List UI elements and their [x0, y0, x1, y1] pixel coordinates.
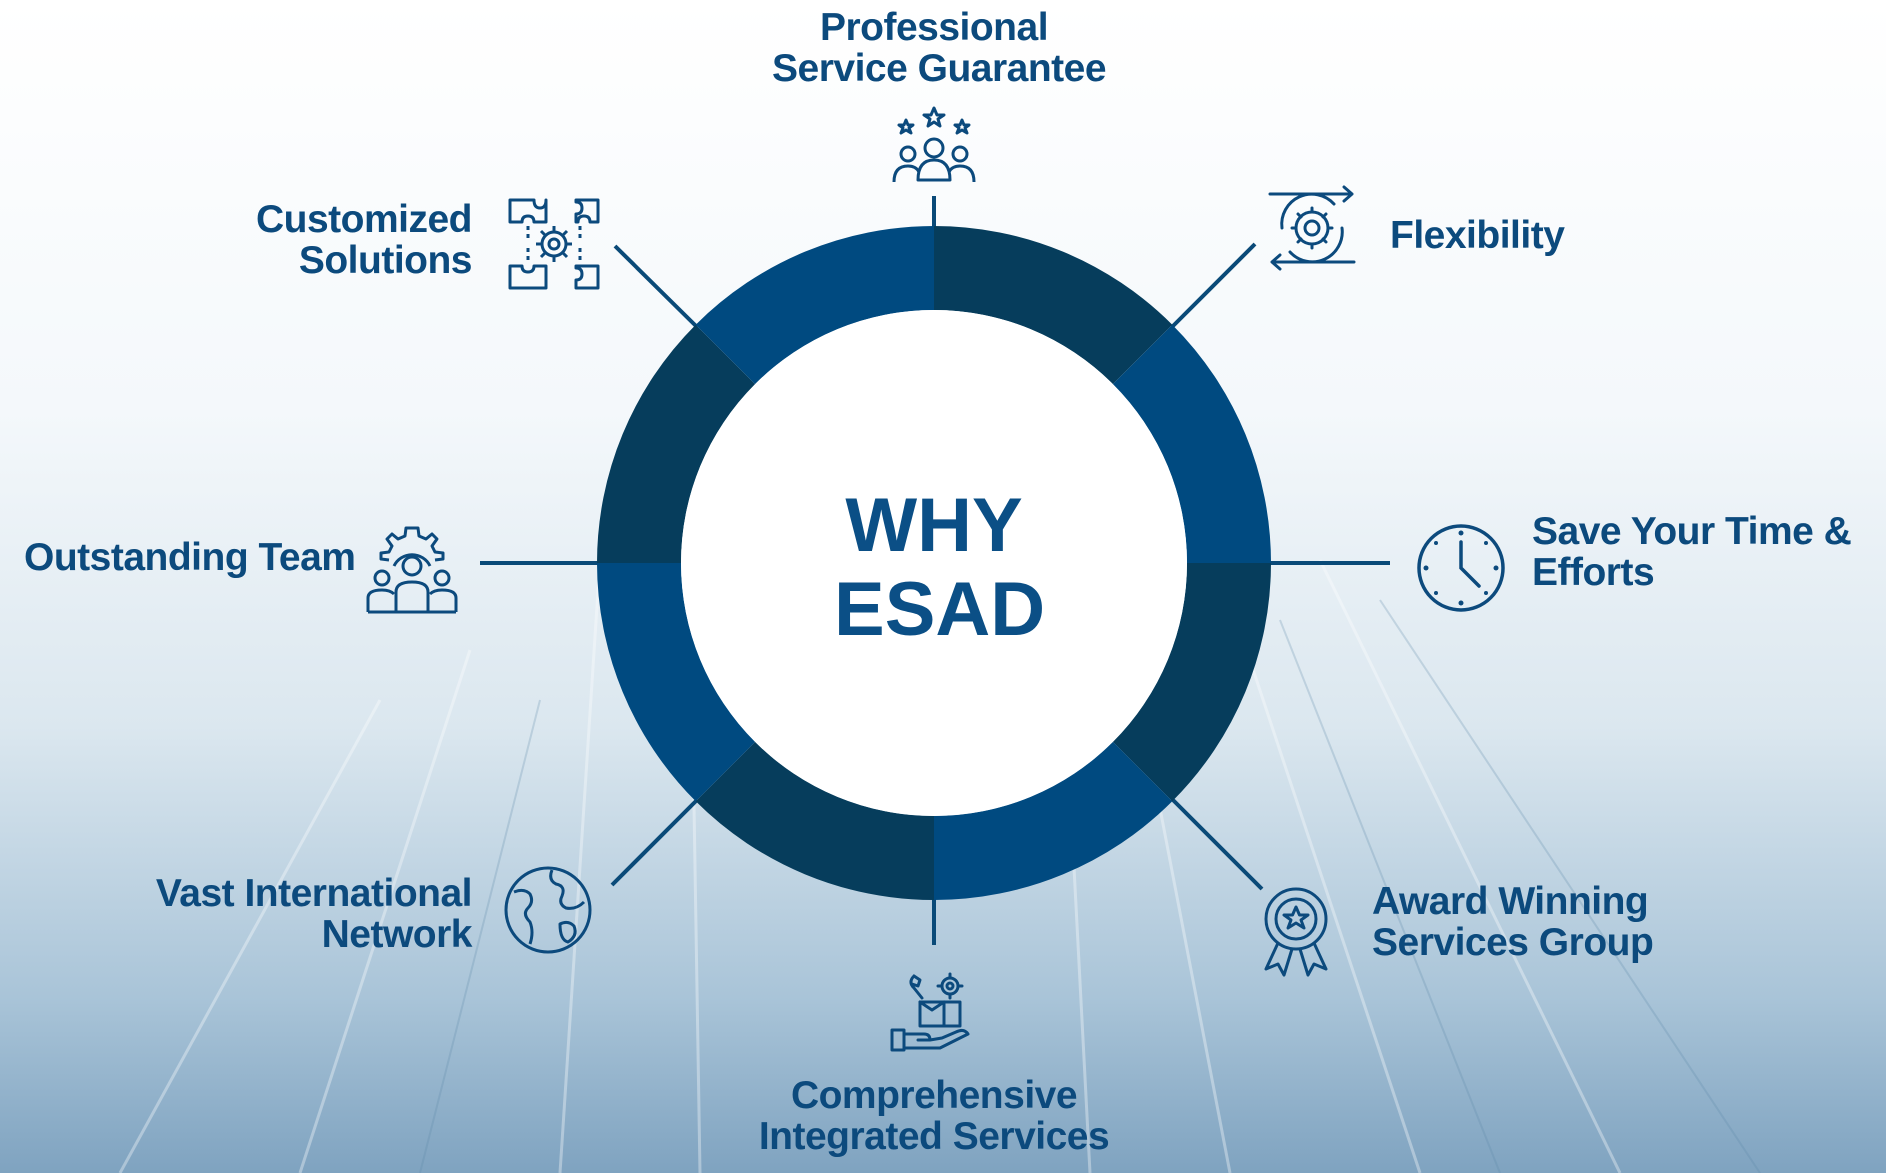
feature-professional-line2: Service Guarantee [772, 46, 1107, 90]
ring-segment-left-upper [597, 324, 756, 563]
feature-team-label: Outstanding Team [24, 536, 356, 579]
feature-save-time-line1: Save Your Time & [1532, 510, 1852, 553]
team-stars-icon [892, 106, 976, 183]
ring-segment-top-left [695, 226, 934, 385]
feature-comprehensive-line2: Integrated Services [758, 1114, 1110, 1158]
hand-tools-box-icon [890, 972, 970, 1052]
ring-segment-bottom-left [695, 741, 934, 900]
connector-bottom-right [1170, 797, 1264, 891]
globe-icon [504, 866, 592, 954]
feature-network-line1: Vast International [155, 872, 473, 915]
ring-segment-right-upper [1112, 324, 1271, 563]
connector-bottom-left [610, 798, 699, 887]
ring-segment-right-lower [1112, 563, 1271, 802]
connector-top-left [613, 244, 699, 329]
feature-customized-line1: Customized [255, 198, 473, 241]
feature-comprehensive-label: Comprehensive Integrated Services [734, 1074, 1134, 1158]
feature-save-time-line2: Efforts [1532, 550, 1655, 594]
feature-award-line2: Services Group [1372, 920, 1654, 964]
connector-top-right [1170, 242, 1257, 329]
feature-network-line2: Network [321, 912, 473, 956]
feature-professional-line1: Professional [819, 6, 1049, 49]
feature-flexibility-label: Flexibility [1390, 214, 1565, 257]
clock-icon [1417, 524, 1505, 612]
center-title-line1: WHY [845, 483, 1023, 568]
feature-award-line1: Award Winning [1372, 880, 1649, 923]
feature-customized-line2: Solutions [298, 238, 473, 282]
ring-segment-top-right [934, 226, 1173, 385]
gear-team-icon [366, 526, 458, 614]
ring-segment-left-lower [597, 563, 756, 802]
feature-professional-label: Professional Service Guarantee [772, 6, 1107, 90]
ring-center-disc [681, 310, 1187, 816]
feature-team-line1: Outstanding Team [24, 536, 356, 579]
feature-network-label: Vast International Network [100, 872, 473, 956]
feature-flexibility-line1: Flexibility [1390, 214, 1565, 257]
award-badge-icon [1264, 887, 1328, 977]
ring-segment-bottom-right [934, 741, 1173, 900]
feature-comprehensive-line1: Comprehensive [790, 1074, 1078, 1117]
puzzle-gear-icon [508, 198, 600, 290]
center-title-line2: ESAD [834, 567, 1046, 652]
feature-award-label: Award Winning Services Group [1372, 880, 1654, 964]
feature-save-time-label: Save Your Time & Efforts [1532, 510, 1852, 594]
gear-cycle-icon [1268, 185, 1356, 271]
feature-customized-label: Customized Solutions [180, 198, 473, 282]
